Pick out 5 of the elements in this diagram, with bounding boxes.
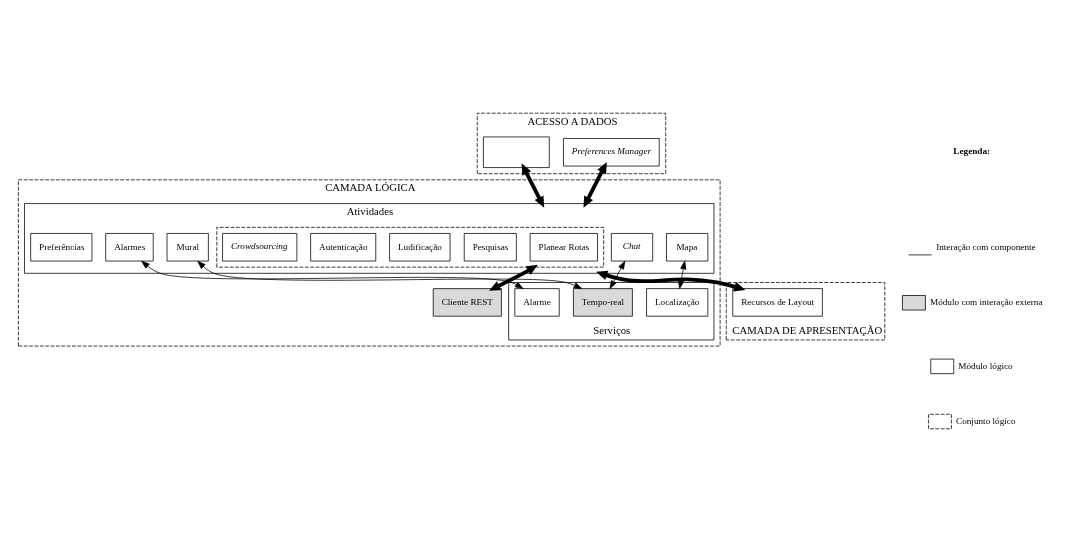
legend-label: Módulo lógico	[958, 360, 1013, 371]
legend-label: Módulo com interação externa	[930, 297, 1043, 308]
label: Legenda:	[953, 145, 991, 156]
legend-label: Conjunto lógico	[956, 415, 1016, 426]
legend-label: Interação com componente	[936, 242, 1036, 253]
